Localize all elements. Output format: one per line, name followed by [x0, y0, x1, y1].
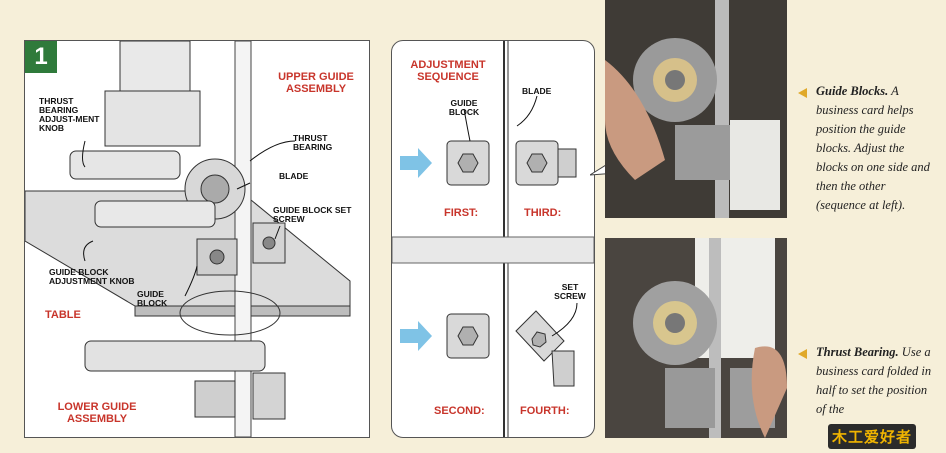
guide-blocks-photo	[605, 0, 787, 218]
blade-seq-label: BLADE	[522, 86, 552, 96]
thrust-bearing-photo	[605, 238, 787, 438]
adjustment-sequence-panel: ADJUSTMENT SEQUENCE GUIDE BLOCK BLADE SE…	[391, 40, 595, 438]
fourth-label: FOURTH:	[520, 405, 570, 417]
guide-block-adjustment-knob-label: GUIDE BLOCK ADJUSTMENT KNOB	[49, 267, 135, 286]
guide-block-label: GUIDE BLOCK	[137, 289, 168, 308]
sequence-title: ADJUSTMENT SEQUENCE	[410, 59, 486, 83]
thrust-caption-title: Thrust Bearing.	[816, 345, 899, 359]
thrust-bearing-knob-label: THRUST BEARING ADJUST-MENT KNOB	[39, 96, 100, 133]
upper-guide-assembly-label: UPPER GUIDE ASSEMBLY	[278, 71, 354, 95]
third-label: THIRD:	[524, 207, 562, 219]
first-label: FIRST:	[444, 207, 479, 219]
caption-arrow-icon	[798, 349, 807, 359]
guide-assembly-diagram: 1 UPPER GUIDE ASSEMBLY THRUST	[24, 40, 370, 438]
blade-label: BLADE	[279, 171, 309, 181]
guide-blocks-caption: Guide Blocks. A business card helps posi…	[816, 82, 938, 215]
guide-blocks-caption-title: Guide Blocks.	[816, 84, 889, 98]
caption-arrow-icon	[798, 88, 807, 98]
guide-assembly-drawing	[25, 41, 351, 437]
watermark-text: 木工爱好者	[832, 428, 913, 446]
sequence-drawing	[392, 41, 594, 437]
thrust-caption-text: Use a business card folded in half to se…	[816, 345, 932, 416]
guide-block-seq-label: GUIDE BLOCK	[448, 98, 480, 117]
figure-number: 1	[25, 41, 57, 73]
guide-blocks-caption-text: A business card helps position the guide…	[816, 84, 930, 212]
watermark-logo: 木工爱好者	[828, 424, 917, 449]
thrust-bearing-label: THRUST BEARING	[293, 133, 333, 152]
lower-guide-assembly-label: LOWER GUIDE ASSEMBLY	[57, 401, 137, 425]
thrust-bearing-caption: Thrust Bearing. Use a business card fold…	[816, 343, 938, 419]
set-screw-label: SET SCREW	[554, 282, 586, 301]
second-label: SECOND:	[434, 405, 485, 417]
thrust-bearing-photo-drawing	[605, 238, 787, 438]
guide-block-set-screw-label: GUIDE BLOCK SET SCREW	[273, 205, 352, 224]
guide-blocks-photo-drawing	[605, 0, 787, 218]
table-label: TABLE	[45, 309, 81, 321]
